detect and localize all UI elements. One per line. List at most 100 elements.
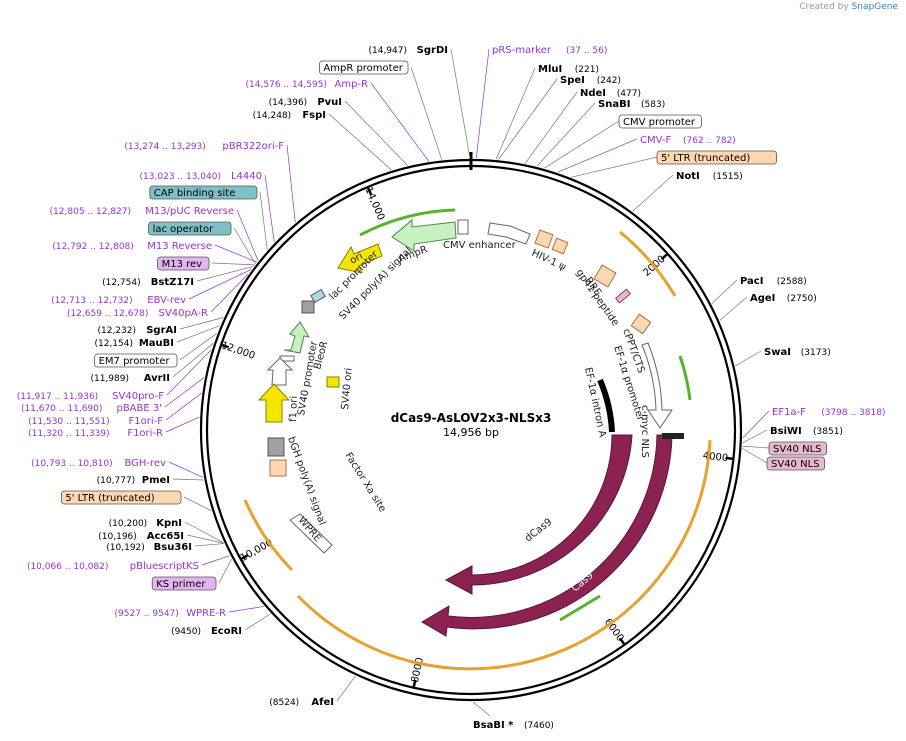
sv40-ori-feature[interactable]	[326, 376, 340, 388]
svg-text:PacI: PacI	[740, 276, 763, 287]
lac-feature[interactable]	[310, 288, 326, 304]
label-agei[interactable]: AgeI(2750)	[750, 293, 817, 304]
svg-text:SV40pro-F: SV40pro-F	[112, 391, 164, 402]
label-5-ltr-truncated[interactable]: 5' LTR (truncated)	[656, 150, 777, 165]
label-m13-puc-reverse[interactable]: M13/pUC Reverse(12,805 .. 12,827)	[50, 206, 234, 217]
svg-text:(10,066 .. 10,082): (10,066 .. 10,082)	[27, 562, 108, 572]
label-paci[interactable]: PacI(2588)	[740, 276, 807, 287]
svg-text:(11,917 .. 11,936): (11,917 .. 11,936)	[17, 392, 98, 402]
sv40-nls-marks[interactable]	[662, 433, 684, 439]
label-ks-primer[interactable]: KS primer	[151, 576, 217, 591]
label-mlui[interactable]: MluI(221)	[538, 64, 599, 75]
svg-text:(10,777): (10,777)	[97, 476, 136, 486]
label-afei[interactable]: AfeI(8524)	[269, 697, 334, 708]
cas9-feature[interactable]	[421, 434, 673, 637]
label-sv40pro-f[interactable]: SV40pro-F (11,917 .. 11,936)	[17, 391, 164, 402]
label-cmv-f[interactable]: CMV-F(762 .. 782)	[640, 135, 736, 146]
label-ecori[interactable]: EcoRI(9450)	[171, 626, 242, 637]
ltr-outer-arc-bottom[interactable]	[296, 439, 712, 671]
sv40-promoter-feature[interactable]	[266, 357, 294, 386]
green-arrow-top[interactable]	[359, 208, 456, 237]
label-acc65i[interactable]: Acc65I(10,196)	[98, 531, 184, 542]
label-spei[interactable]: SpeI(242)	[560, 75, 621, 86]
svg-text:Acc65I: Acc65I	[147, 531, 184, 542]
label-sv40pa-r[interactable]: SV40pA-R(12,659 .. 12,678)	[67, 308, 208, 319]
label-ndei[interactable]: NdeI(477)	[580, 88, 641, 99]
label-maubi[interactable]: MauBI(12,154)	[94, 338, 174, 349]
snapgene-brand: SnapGene	[851, 2, 898, 12]
label-swai[interactable]: SwaI(3173)	[764, 347, 831, 358]
svg-text:(1515): (1515)	[713, 172, 743, 182]
sv40-polya-feature[interactable]	[301, 300, 315, 314]
label-em7-promoter[interactable]: EM7 promoter	[94, 353, 178, 368]
ori-feature[interactable]	[337, 243, 383, 274]
label-bsabi[interactable]: BsaBI *(7460)	[473, 720, 554, 731]
label-bsiwi[interactable]: BsiWI(3851)	[770, 426, 843, 437]
label-cmv-promoter[interactable]: CMV promoter	[618, 114, 702, 129]
label-ef1a-f[interactable]: EF1a-F(3798 .. 3818)	[772, 407, 885, 418]
label-pmei[interactable]: PmeI(10,777)	[97, 475, 170, 486]
cmv-enhancer-feature[interactable]	[487, 222, 531, 245]
wpre-feature[interactable]	[289, 513, 333, 554]
label-f1ori-f[interactable]: F1ori-F(11,530 .. 11,551)	[28, 416, 163, 427]
gp41-feature[interactable]	[615, 288, 631, 304]
svg-text:(37 .. 56): (37 .. 56)	[566, 46, 607, 56]
rre-feature[interactable]	[593, 264, 617, 288]
hiv-psi-feature[interactable]	[534, 229, 554, 249]
label-f1ori-r[interactable]: F1ori-R(11,320 .. 11,339)	[28, 428, 163, 439]
label-sv40-nls[interactable]: SV40 NLS	[766, 456, 825, 471]
label-ebv-rev[interactable]: EBV-rev(12,713 .. 12,732)	[51, 295, 186, 306]
svg-text:(3173): (3173)	[801, 348, 831, 358]
inner-label-ef1a-intron: EF-1α intron A	[582, 366, 608, 438]
scale-tick	[660, 253, 668, 261]
label-amp-r[interactable]: Amp-R(14,576 .. 14,595)	[246, 79, 368, 90]
label-5-ltr-truncated[interactable]: 5' LTR (truncated)	[61, 490, 182, 505]
label-snabi[interactable]: SnaBI(583)	[598, 99, 665, 110]
label-prs-marker[interactable]: pRS-marker(37 .. 56)	[492, 45, 607, 56]
ltr-left-feature[interactable]	[269, 459, 287, 477]
hiv-psi-feature-2[interactable]	[551, 237, 569, 255]
label-sgrdi[interactable]: SgrDI(14,947)	[368, 45, 448, 56]
label-pbabe-3[interactable]: pBABE 3'(11,670 .. 11,690)	[21, 403, 162, 414]
label-wpre-r[interactable]: WPRE-R(9527 .. 9547)	[115, 608, 227, 619]
green-arrow-right[interactable]	[678, 355, 692, 401]
svg-text:BsiWI: BsiWI	[770, 426, 802, 437]
label-bstz17i[interactable]: BstZ17I(12,754)	[102, 277, 194, 288]
inner-label-f1-ori: f1 ori	[288, 396, 300, 422]
bleor-feature[interactable]	[283, 321, 311, 354]
ef1a-promoter-feature[interactable]	[641, 342, 673, 429]
svg-text:(12,754): (12,754)	[102, 278, 141, 288]
label-m13-reverse[interactable]: M13 Reverse(12,792 .. 12,808)	[52, 241, 212, 252]
label-avrii[interactable]: AvrII(11,989)	[90, 373, 170, 384]
bgh-polya-feature[interactable]	[267, 437, 285, 457]
label-kpni[interactable]: KpnI(10,200)	[109, 518, 182, 529]
label-m13-rev[interactable]: M13 rev	[157, 256, 210, 271]
label-bgh-rev[interactable]: BGH-rev(10,793 .. 10,810)	[31, 458, 166, 469]
f1-ori-feature[interactable]	[257, 383, 291, 423]
svg-text:(11,670 .. 11,690): (11,670 .. 11,690)	[21, 404, 102, 414]
label-sv40-nls[interactable]: SV40 NLS	[768, 441, 827, 456]
ltr-inner-arc-left[interactable]	[243, 499, 294, 572]
scale-tick-label: 4000	[702, 451, 729, 465]
label-noti[interactable]: NotI(1515)	[676, 171, 743, 182]
label-pbluescriptks[interactable]: pBluescriptKS(10,066 .. 10,082)	[27, 561, 199, 572]
label-l4440[interactable]: L4440(13,023 .. 13,040)	[140, 171, 262, 182]
label-cap-binding-site[interactable]: CAP binding site	[149, 185, 258, 200]
green-arrow-bottom[interactable]	[559, 594, 601, 622]
ampr-feature[interactable]	[391, 218, 457, 252]
label-sgrai[interactable]: SgrAI(12,232)	[97, 325, 177, 336]
svg-text:SgrDI: SgrDI	[417, 45, 448, 56]
label-lac-operator[interactable]: lac operator	[148, 221, 232, 236]
ampr-promoter-feature[interactable]	[457, 219, 469, 235]
label-pvui[interactable]: PvuI(14,396)	[269, 97, 342, 108]
ltr-outer-arc-right[interactable]	[619, 230, 677, 297]
label-fspi[interactable]: FspI(14,248)	[253, 110, 326, 121]
ef1a-intron-feature[interactable]	[597, 378, 615, 433]
cppt-feature[interactable]	[630, 313, 652, 335]
label-pbr322ori-f[interactable]: pBR322ori-F(13,274 .. 13,293)	[124, 141, 284, 152]
label-ampr-promoter[interactable]: AmpR promoter	[318, 60, 409, 75]
dcas9-feature[interactable]	[444, 434, 633, 595]
svg-text:(221): (221)	[575, 65, 599, 75]
label-bsu36i[interactable]: Bsu36I(10,192)	[106, 542, 192, 553]
